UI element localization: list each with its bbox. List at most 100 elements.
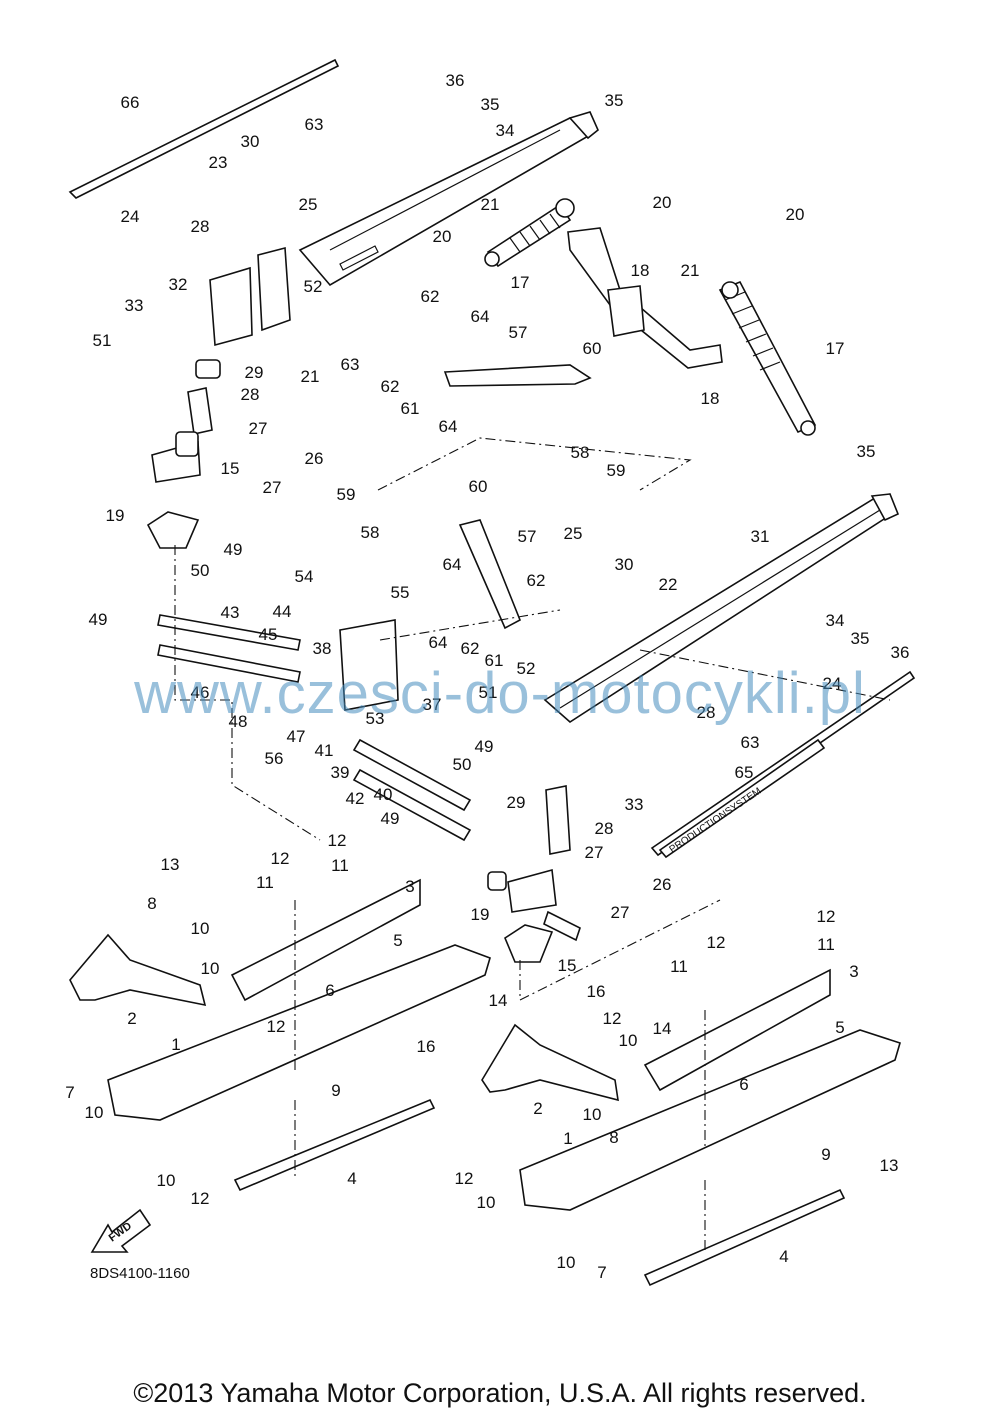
callout-41: 41 [315,741,334,760]
callout-10: 10 [583,1105,602,1124]
callout-28: 28 [595,819,614,838]
callout-59: 59 [337,485,356,504]
callout-19: 19 [106,506,125,525]
callout-66: 66 [121,93,140,112]
callout-30: 30 [615,555,634,574]
callout-17: 17 [511,273,530,292]
callout-32: 32 [169,275,188,294]
callout-4: 4 [347,1169,356,1188]
callout-2: 2 [533,1099,542,1118]
callout-10: 10 [191,919,210,938]
product-system-label: PRODUCTIONSYSTEM [668,786,764,856]
callout-31: 31 [751,527,770,546]
link-arm-57-lower [458,519,522,630]
callout-3: 3 [405,877,414,896]
ski-handle-2-right [481,1023,619,1102]
callout-19: 19 [471,905,490,924]
callout-24: 24 [121,207,140,226]
callout-63: 63 [305,115,324,134]
callout-42: 42 [346,789,365,808]
callout-28: 28 [697,703,716,722]
bump-stop-19-upper [146,511,200,549]
callout-39: 39 [331,763,350,782]
callout-3: 3 [849,962,858,981]
callout-14: 14 [653,1019,672,1038]
callout-57: 57 [509,323,528,342]
callout-35: 35 [851,629,870,648]
callout-11: 11 [817,935,835,954]
callout-35: 35 [605,91,624,110]
callout-6: 6 [739,1075,748,1094]
callout-9: 9 [821,1145,830,1164]
bracket-53 [339,619,399,711]
callout-16: 16 [417,1037,436,1056]
callout-57: 57 [518,527,537,546]
callout-7: 7 [65,1083,74,1102]
callout-12: 12 [603,1009,622,1028]
callout-36: 36 [446,71,465,90]
block-18 [607,285,645,337]
callout-64: 64 [439,417,458,436]
callout-20: 20 [433,227,452,246]
callout-44: 44 [273,602,292,621]
callout-35: 35 [481,95,500,114]
callout-15: 15 [558,956,577,975]
callout-12: 12 [817,907,836,926]
strip-66 [68,58,340,199]
callout-21: 21 [681,261,700,280]
callout-46: 46 [191,683,210,702]
callout-61: 61 [485,651,504,670]
callout-34: 34 [826,611,845,630]
ski-frame-3-left [230,878,421,1002]
lower-suspension-rail [543,493,900,724]
callout-4: 4 [779,1247,788,1266]
callout-21: 21 [301,367,320,386]
callout-45: 45 [259,625,278,644]
callout-62: 62 [461,639,480,658]
callout-9: 9 [331,1081,340,1100]
callout-27: 27 [263,478,282,497]
callout-53: 53 [366,709,385,728]
callout-10: 10 [557,1253,576,1272]
spindle-upper [151,246,291,483]
ski-frame-3-right [643,968,831,1092]
callout-10: 10 [619,1031,638,1050]
callout-29: 29 [507,793,526,812]
callout-20: 20 [653,193,672,212]
callout-62: 62 [527,571,546,590]
callout-51: 51 [479,683,498,702]
callout-20: 20 [786,205,805,224]
callout-22: 22 [659,575,678,594]
callout-33: 33 [625,795,644,814]
callout-11: 11 [670,957,688,976]
callout-63: 63 [341,355,360,374]
callout-50: 50 [191,561,210,580]
callout-28: 28 [241,385,260,404]
callout-12: 12 [328,831,347,850]
callout-8: 8 [147,894,156,913]
runner-4-left [233,1098,436,1192]
callout-52: 52 [517,659,536,678]
callout-48: 48 [229,712,248,731]
callout-63: 63 [741,733,760,752]
ski-1-right [519,1029,901,1211]
spindle-lower [487,785,581,942]
callout-12: 12 [271,849,290,868]
callout-11: 11 [331,856,349,875]
callout-15: 15 [221,459,240,478]
callout-61: 61 [401,399,420,418]
callout-12: 12 [267,1017,286,1036]
callout-13: 13 [880,1156,899,1175]
callout-8: 8 [609,1128,618,1147]
callout-10: 10 [477,1193,496,1212]
callout-10: 10 [85,1103,104,1122]
callout-35: 35 [857,442,876,461]
callout-10: 10 [157,1171,176,1190]
upper-suspension-rail [298,111,599,287]
callout-29: 29 [245,363,264,382]
shock-absorber-left [484,198,575,268]
link-arm-57-upper [443,364,592,387]
callout-43: 43 [221,603,240,622]
callout-37: 37 [423,695,442,714]
